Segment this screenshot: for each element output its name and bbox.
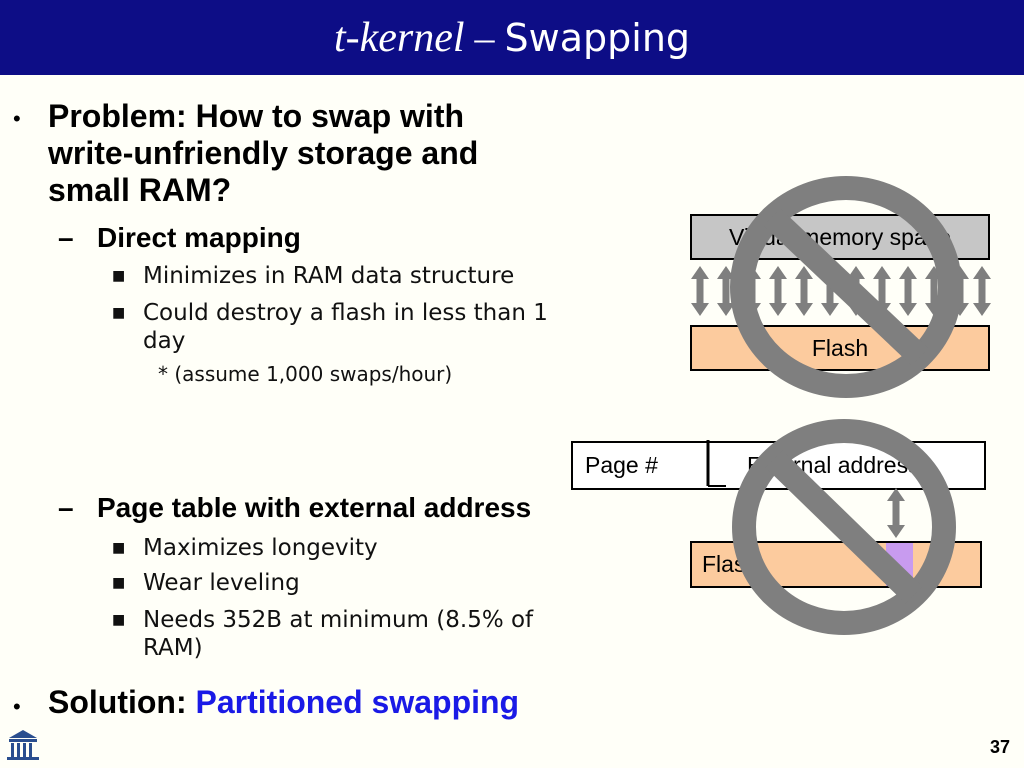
title-dash: – xyxy=(474,15,495,60)
slide-number: 37 xyxy=(989,737,1010,757)
page-item-3: Needs 352B at minimum (8.5% of RAM) xyxy=(143,606,663,662)
direct-item-2-line-2: day xyxy=(143,328,186,354)
title-bar: t-kernel – Swapping xyxy=(0,0,1024,75)
page-item-1: Maximizes longevity xyxy=(143,535,378,561)
page-item-2: Wear leveling xyxy=(143,570,300,596)
problem-line-1: Problem: How to swap with xyxy=(48,98,465,134)
square-bullet-1: ■ xyxy=(112,268,126,284)
flash-label-top: Flash xyxy=(811,334,869,361)
no-symbol-top xyxy=(730,176,962,398)
problem-line-3: small RAM? xyxy=(48,172,232,208)
page-number-label: Page # xyxy=(585,452,658,478)
square-bullet-3: ■ xyxy=(112,540,126,556)
page-table-heading: Page table with external address xyxy=(97,492,532,523)
direct-item-1: Minimizes in RAM data structure xyxy=(143,263,515,289)
direct-note: * (assume 1,000 swaps/hour) xyxy=(158,362,453,386)
solution-value: Partitioned swapping xyxy=(195,684,520,720)
dash-page-table: – xyxy=(58,492,74,523)
page-item-3-line-1: Needs 352B at minimum (8.5% of xyxy=(143,607,534,633)
solution-text: Solution: Partitioned swapping xyxy=(48,684,519,721)
page-table-divider xyxy=(706,440,726,487)
double-arrow-1 xyxy=(691,266,709,316)
direct-item-2-line-1: Could destroy a flash in less than 1 xyxy=(143,300,548,326)
problem-line-2: write-unfriendly storage and xyxy=(48,135,479,171)
dash-direct-mapping: – xyxy=(58,222,74,253)
double-arrow-12 xyxy=(973,266,991,316)
square-bullet-2: ■ xyxy=(112,305,126,321)
university-logo-icon xyxy=(7,730,39,760)
single-arrow xyxy=(887,488,905,538)
direct-item-2: Could destroy a flash in less than 1 day xyxy=(143,299,663,355)
title-italic: t-kernel xyxy=(333,14,465,61)
square-bullet-4: ■ xyxy=(112,575,126,591)
bullet-solution: • xyxy=(13,694,21,719)
bullet-problem: • xyxy=(13,106,21,131)
no-symbol-bottom xyxy=(732,419,956,635)
square-bullet-5: ■ xyxy=(112,612,126,628)
solution-label: Solution: xyxy=(48,684,187,720)
title-rest: Swapping xyxy=(504,15,691,60)
direct-mapping-heading: Direct mapping xyxy=(97,222,301,253)
problem-text: Problem: How to swap with write-unfriend… xyxy=(48,98,648,209)
page-item-3-line-2: RAM) xyxy=(143,635,203,661)
